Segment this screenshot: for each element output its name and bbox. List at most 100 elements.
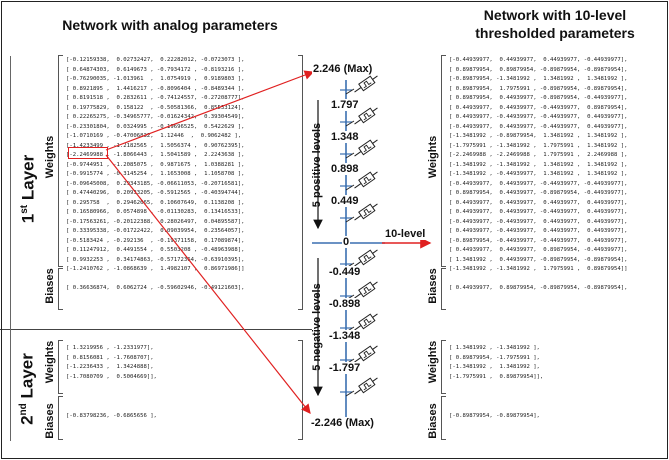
memristor-lead <box>345 184 355 191</box>
arrow-to-min <box>105 154 311 414</box>
negative-level-label: -1.797 <box>328 362 362 374</box>
quantized-l1-weights-row: [ 0.44939977, 0.44939977, -0.44939977, 0… <box>449 209 628 215</box>
quantized-l1-weights-row: [-0.44939977, 0.44939977, -0.44939977, 0… <box>449 123 628 130</box>
quantized-l1-biases-row: [ 0.44939977, 0.89879954, -0.89879954, -… <box>449 285 628 291</box>
memristor-ladder <box>340 75 378 397</box>
right-title: Network with 10-level thresholded parame… <box>450 6 660 42</box>
quantized-l2-weights-row: [-1.7975991 , 0.89879954]], <box>449 373 544 380</box>
layer-divider-line-right <box>10 56 11 441</box>
l2-weights-bracket <box>58 340 63 394</box>
analog-l2-biases: [-0.83798236, -0.6865656 ], <box>66 412 157 422</box>
output-label: 10-level <box>384 228 427 240</box>
memristor-icon <box>354 249 378 267</box>
analog-l1-weights-row: [ 0.22265275, -0.34965777, -0.01624342, … <box>66 114 245 120</box>
l1-biases-bracket <box>58 268 63 310</box>
quantized-l1-weights-row: [-2.2469988 , -2.2469988 , 1.7975991 , 2… <box>449 152 628 158</box>
negative-level-label: -1.348 <box>328 330 362 342</box>
analog-l1-weights-row: [ 0.64874303, 0.6149673 , -0.7934172 , -… <box>66 66 245 73</box>
q-l2-biases-bracket <box>441 396 446 440</box>
quantized-l1-weights-row: [-1.7975991 , -1.3481992 , 1.7975991 , 1… <box>449 142 628 149</box>
memristor-icon <box>354 107 378 125</box>
quantized-l2-biases-row: [-0.89879954, -0.89879954], <box>449 413 540 419</box>
analog-l1-weights-row: [ 0.11247912, 0.4491554 , 0.5503208 , -0… <box>66 247 245 253</box>
right-title-line1: Network with 10-level <box>483 7 627 23</box>
quantized-l1-weights-row: [-1.3481992 , -1.3481992 , 1.7975991 , 0… <box>449 266 628 272</box>
quantized-l2-weights-row: [-1.3481992 , 1.3481992 ], <box>449 364 540 370</box>
quantized-l1-weights-row: [-1.3481992 , -1.3481992 , 1.3481992 , 1… <box>449 161 628 168</box>
quantized-l1-weights-row: [-0.89879954, -0.44939977, -0.44939977, … <box>449 237 628 244</box>
analog-l1-weights-row: [-1.0710169 , -0.47006832, 1.12446 , 0.9… <box>66 133 242 139</box>
analog-l1-weights-row: [ 0.295758 , 0.29462665, 0.10607649, 0.1… <box>66 199 245 206</box>
analog-l2-weights-row: [ 0.8156081 , -1.7608707], <box>66 354 154 361</box>
quantized-l1-weights-row: [ 0.89879954, 1.7975991 , -0.89879954, -… <box>449 85 628 92</box>
negative-level-label: -0.898 <box>328 298 362 310</box>
memristor-icon <box>354 139 378 157</box>
quantized-l1-weights-row: [-0.89879954, -1.3481992 , 1.3481992 , 1… <box>449 76 628 82</box>
memristor-lead <box>345 390 355 397</box>
analog-l1-weights-row: [ 0.8921895 , 1.4416217 , -0.8096404 , -… <box>66 85 245 92</box>
quantized-l2-weights-row: [ 0.89879954, -1.7975991 ], <box>449 354 540 361</box>
memristor-icon <box>354 345 378 363</box>
quantized-l1-weights-row: [ 0.44939977, -0.44939977, -0.44939977, … <box>449 114 628 120</box>
memristor-icon <box>354 377 378 395</box>
quantized-l1-weights-row: [ 0.44939977, -0.44939977, 0.44939977, 0… <box>449 228 628 234</box>
positive-level-label: 0.898 <box>330 163 360 175</box>
memristor-icon <box>354 203 378 221</box>
memristor-icon <box>354 171 378 189</box>
analog-l1-weights-row: [ 0.8191518 , 0.2832611 , -0.74124557, -… <box>66 95 245 101</box>
quantized-l2-weights-row: [ 1.3481992 , -1.3481992 ], <box>449 345 540 351</box>
analog-l1-weights-row: [-0.23301804, 0.0324995 , -0.19696525, 0… <box>66 123 245 130</box>
memristor-lead <box>345 216 355 223</box>
memristor-icon <box>354 281 378 299</box>
quantized-l1-biases: [ 0.44939977, 0.89879954, -0.89879954, -… <box>449 284 628 294</box>
negative-levels-caption: 5 negative levels <box>311 283 323 371</box>
scale-min-label: -2.246 (Max) <box>310 417 375 429</box>
scale-max-label: 2.246 (Max) <box>312 63 374 75</box>
analog-l1-weights-row: [ 0.33395338, -0.01722422, 0.09039954, 0… <box>66 228 245 234</box>
analog-l1-weights-row: [-0.5183424 , -0.292136 , -0.19371158, 0… <box>66 237 245 244</box>
memristor-lead <box>345 152 355 159</box>
arrow-to-max <box>105 70 315 151</box>
memristor-lead <box>345 120 355 127</box>
analog-l1-weights: [-0.12159338, 0.02732427, 0.22282012, -0… <box>66 56 245 275</box>
analog-l1-weights-row: [-2.2469988 , -1.8066443 , 1.5041589 , 2… <box>66 152 245 158</box>
scale-zero-label: 0 <box>342 236 351 248</box>
quantized-l1-weights-row: [-0.44939977, 0.44939977, 0.44939977, -0… <box>449 57 628 63</box>
positive-level-label: 1.348 <box>330 131 360 143</box>
l1-weights-bracket <box>58 55 63 267</box>
quantized-l1-weights: [-0.44939977, 0.44939977, 0.44939977, -0… <box>449 56 628 275</box>
l1-right-bracket <box>298 55 303 310</box>
analog-l1-weights-row: [-1.4233499 , -1.2182565 , 1.5056374 , 0… <box>66 142 245 149</box>
analog-l1-weights-row: [-0.9915774 , -0.3145254 , 1.1653008 , 1… <box>66 171 245 177</box>
right-title-line2: thresholded parameters <box>475 25 635 41</box>
positive-level-label: 1.797 <box>330 99 360 111</box>
analog-l1-biases-row: [ 0.36636874, 0.6062724 , -0.59602946, -… <box>66 285 245 291</box>
analog-l1-weights-row: [ 0.9932253 , 0.34174863, -0.57172364, -… <box>66 256 245 263</box>
analog-l2-weights-row: [-1.2236433 , 1.3424888], <box>66 364 154 370</box>
q-l2-weights-bracket <box>441 340 446 394</box>
quantized-l1-weights-row: [ 0.89879954, 0.44939977, -0.89879954, -… <box>449 95 628 101</box>
q-l1-biases-bracket <box>441 268 446 310</box>
quantized-l1-weights-row: [-0.44939977, 0.44939977, -0.44939977, -… <box>449 180 628 187</box>
quantized-l1-weights-row: [ 0.89879954, 0.89879954, -0.89879954, -… <box>449 66 628 73</box>
q-l1-weights-bracket <box>441 55 446 267</box>
analog-l1-weights-row: [ 0.16580966, 0.0574898 , -0.01130283, 0… <box>66 209 245 215</box>
analog-l1-biases: [ 0.36636874, 0.6062724 , -0.59602946, -… <box>66 284 245 294</box>
l2-biases-bracket <box>58 396 63 440</box>
quantized-l1-weights-row: [-1.3481992 , -0.44939977, 1.3481992 , 1… <box>449 171 628 177</box>
analog-l1-weights-row: [-0.9744951 , -1.2085075 , 0.9871675 , 1… <box>66 161 245 168</box>
positive-level-label: 0.449 <box>330 195 360 207</box>
analog-l2-biases-row: [-0.83798236, -0.6865656 ], <box>66 413 157 419</box>
memristor-lead <box>345 88 355 95</box>
memristor-icon <box>354 313 378 331</box>
analog-l1-weights-row: [-0.17563261, -0.20122388, 0.28026497, 0… <box>66 218 245 225</box>
quantized-l2-biases: [-0.89879954, -0.89879954], <box>449 412 540 422</box>
quantized-l1-weights-row: [-0.44939977, -0.44939977, 0.44939977, 0… <box>449 218 628 225</box>
analog-l1-weights-row: [ 0.19775829, 0.158122 , -0.50581366, 0.… <box>66 104 245 111</box>
analog-l2-weights: [ 1.3219956 , -1.2331977],[ 0.8156081 , … <box>66 344 157 382</box>
quantized-l1-weights-row: [-1.3481992 , -0.89879954, 1.3481992 , 1… <box>449 133 628 139</box>
quantized-l1-weights-row: [ 0.44939977, 0.44939977, 0.44939977, 0.… <box>449 199 628 206</box>
analog-l1-weights-row: [-0.76290035, -1.013961 , 1.0754919 , 0.… <box>66 76 245 82</box>
